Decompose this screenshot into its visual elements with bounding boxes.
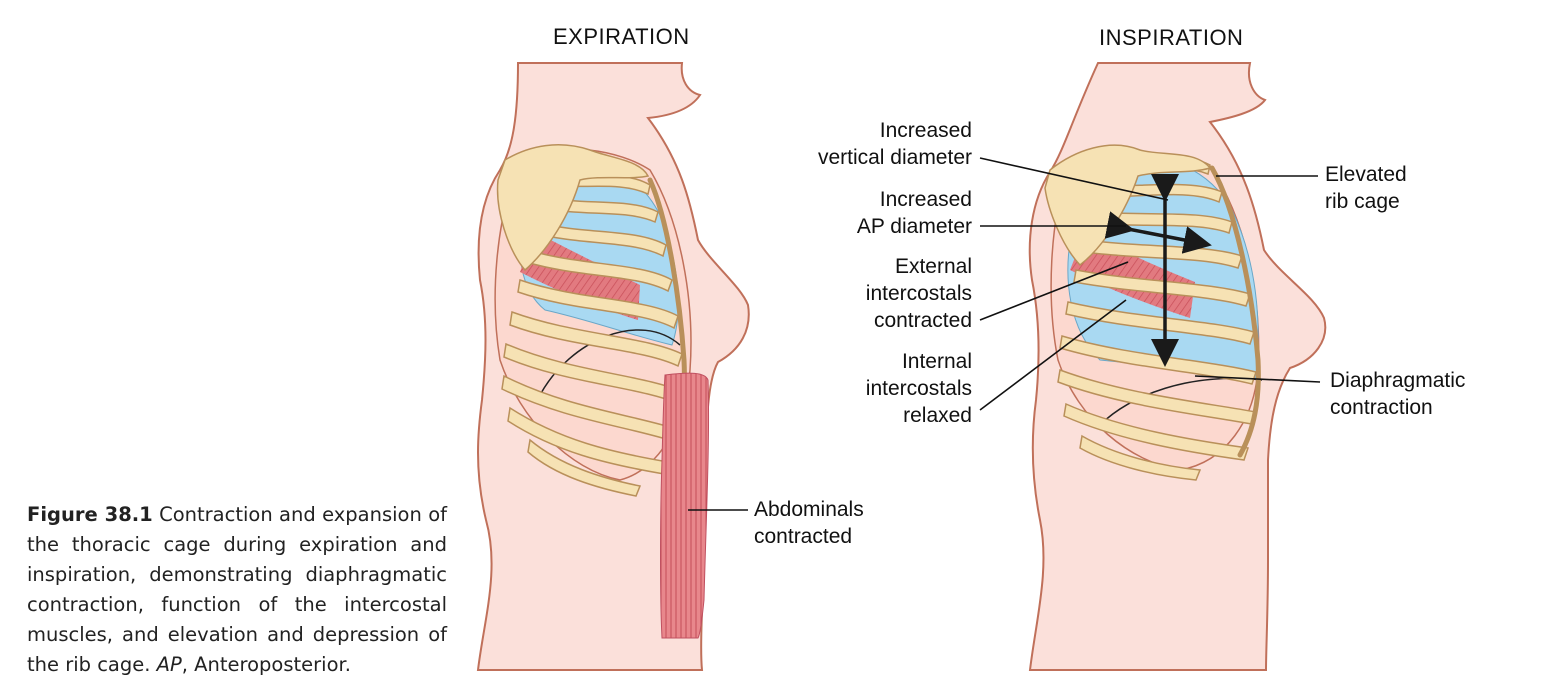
- label-vertical-diameter-line2: vertical diameter: [817, 146, 972, 169]
- label-ap-diameter: Increased AP diameter: [770, 186, 972, 240]
- expiration-title: EXPIRATION: [553, 24, 690, 49]
- label-external-intercostals-line2: intercostals: [865, 282, 972, 305]
- label-abdominals-line1: Abdominals: [754, 498, 864, 521]
- expiration-abdominals: [660, 372, 710, 639]
- label-external-intercostals-line1: External: [894, 255, 972, 278]
- vertical-diameter-leader: [979, 157, 1169, 201]
- label-elevated-rib-cage-line1: Elevated: [1325, 163, 1407, 186]
- figure-caption: Figure 38.1 Contraction and expansion of…: [27, 500, 447, 680]
- label-elevated-rib-cage-line2: rib cage: [1325, 190, 1400, 213]
- label-internal-intercostals: Internal intercostals relaxed: [770, 348, 972, 429]
- caption-abbrev: AP: [156, 653, 182, 676]
- label-external-intercostals-line3: contracted: [873, 309, 972, 332]
- expiration-ribs: [501, 174, 685, 497]
- diaphragmatic-leader: [1194, 375, 1321, 383]
- label-diaphragmatic-contraction: Diaphragmatic contraction: [1330, 367, 1465, 421]
- caption-text-1: Contraction and expansion of the thoraci…: [27, 503, 447, 676]
- label-external-intercostals: External intercostals contracted: [770, 253, 972, 334]
- internal-intercostals-leader: [979, 299, 1127, 411]
- label-diaphragmatic-line1: Diaphragmatic: [1330, 369, 1466, 392]
- expiration-intercostal-muscle: [520, 232, 640, 320]
- label-ap-diameter-line1: Increased: [879, 188, 972, 211]
- label-abdominals: Abdominals contracted: [754, 496, 864, 550]
- label-internal-intercostals-line2: intercostals: [865, 377, 972, 400]
- inspiration-figure: [979, 62, 1327, 671]
- inspiration-scapula: [1044, 144, 1212, 267]
- label-internal-intercostals-line1: Internal: [901, 350, 972, 373]
- caption-text-2: , Anteroposterior.: [181, 653, 351, 676]
- label-vertical-diameter-line1: Increased: [879, 119, 972, 142]
- label-vertical-diameter: Increased vertical diameter: [770, 117, 972, 171]
- label-ap-diameter-line2: AP diameter: [856, 215, 972, 238]
- figure-label: Figure 38.1: [27, 503, 153, 526]
- label-internal-intercostals-line3: relaxed: [903, 404, 972, 427]
- inspiration-title: INSPIRATION: [1099, 25, 1244, 50]
- label-diaphragmatic-line2: contraction: [1330, 396, 1433, 419]
- external-intercostals-leader: [979, 261, 1129, 321]
- label-elevated-rib-cage: Elevated rib cage: [1325, 161, 1407, 215]
- expiration-scapula: [496, 144, 650, 272]
- ap-diameter-arrow: [1104, 211, 1212, 254]
- inspiration-sternum: [1209, 165, 1261, 458]
- label-abdominals-line2: contracted: [754, 525, 853, 548]
- expiration-figure: [476, 62, 750, 671]
